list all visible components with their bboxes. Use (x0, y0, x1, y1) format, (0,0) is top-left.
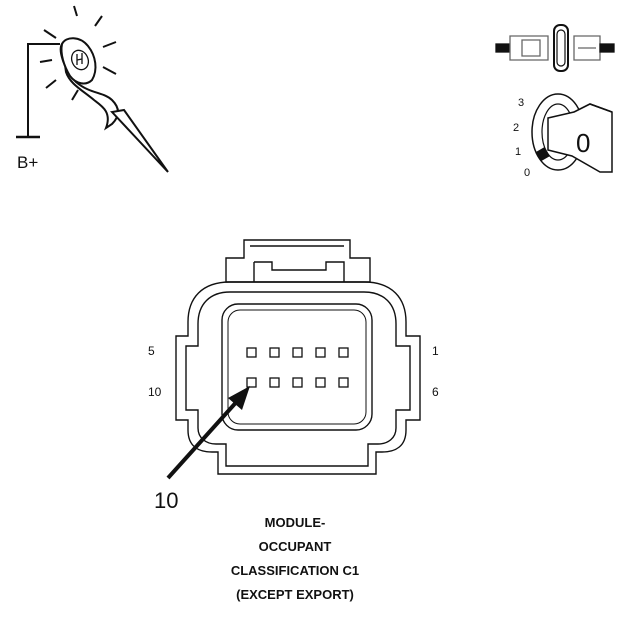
ignition-key-label: 0 (576, 128, 590, 158)
caption-line-1: MODULE- (264, 515, 326, 530)
probe-lead-wire (27, 43, 60, 136)
test-light-probe (16, 5, 169, 173)
caption-line-3: CLASSIFICATION C1 (230, 563, 360, 578)
pin-3 (292, 347, 303, 358)
pin-label-bottom-left: 10 (148, 385, 162, 399)
ignition-position-3: 3 (518, 97, 524, 109)
ignition-key-icon (531, 93, 613, 173)
ignition-position-0: 0 (524, 167, 530, 179)
connector-pins (246, 347, 349, 388)
light-rays (39, 5, 117, 101)
connector-face (175, 239, 421, 475)
pin-6 (338, 377, 349, 388)
pin-label-top-left: 5 (148, 344, 155, 358)
pin-8 (292, 377, 303, 388)
pin-4 (269, 347, 280, 358)
pin-7 (315, 377, 326, 388)
connector-shell-outer (175, 281, 421, 475)
connector-shell-inner (185, 291, 411, 467)
pin-label-top-right: 1 (432, 344, 439, 358)
probe-supply-label: B+ (17, 153, 38, 172)
probe-tip (109, 108, 169, 173)
pin-5 (246, 347, 257, 358)
ignition-position-1: 1 (515, 146, 521, 158)
connector-disconnect-icon (495, 24, 615, 72)
bulb-icon (70, 49, 90, 71)
pin-9 (269, 377, 280, 388)
caption-line-4: (EXCEPT EXPORT) (236, 587, 354, 602)
callout-label: 10 (154, 488, 178, 513)
pin-cavity-area (221, 303, 373, 431)
ignition-position-2: 2 (513, 122, 519, 134)
pin-label-bottom-right: 6 (432, 385, 439, 399)
callout-arrow (166, 386, 250, 480)
pin-1 (338, 347, 349, 358)
connector-caption: MODULE- OCCUPANT CLASSIFICATION C1 (EXCE… (195, 511, 395, 607)
pin-10 (246, 377, 257, 388)
caption-line-2: OCCUPANT (258, 539, 332, 554)
pin-2 (315, 347, 326, 358)
